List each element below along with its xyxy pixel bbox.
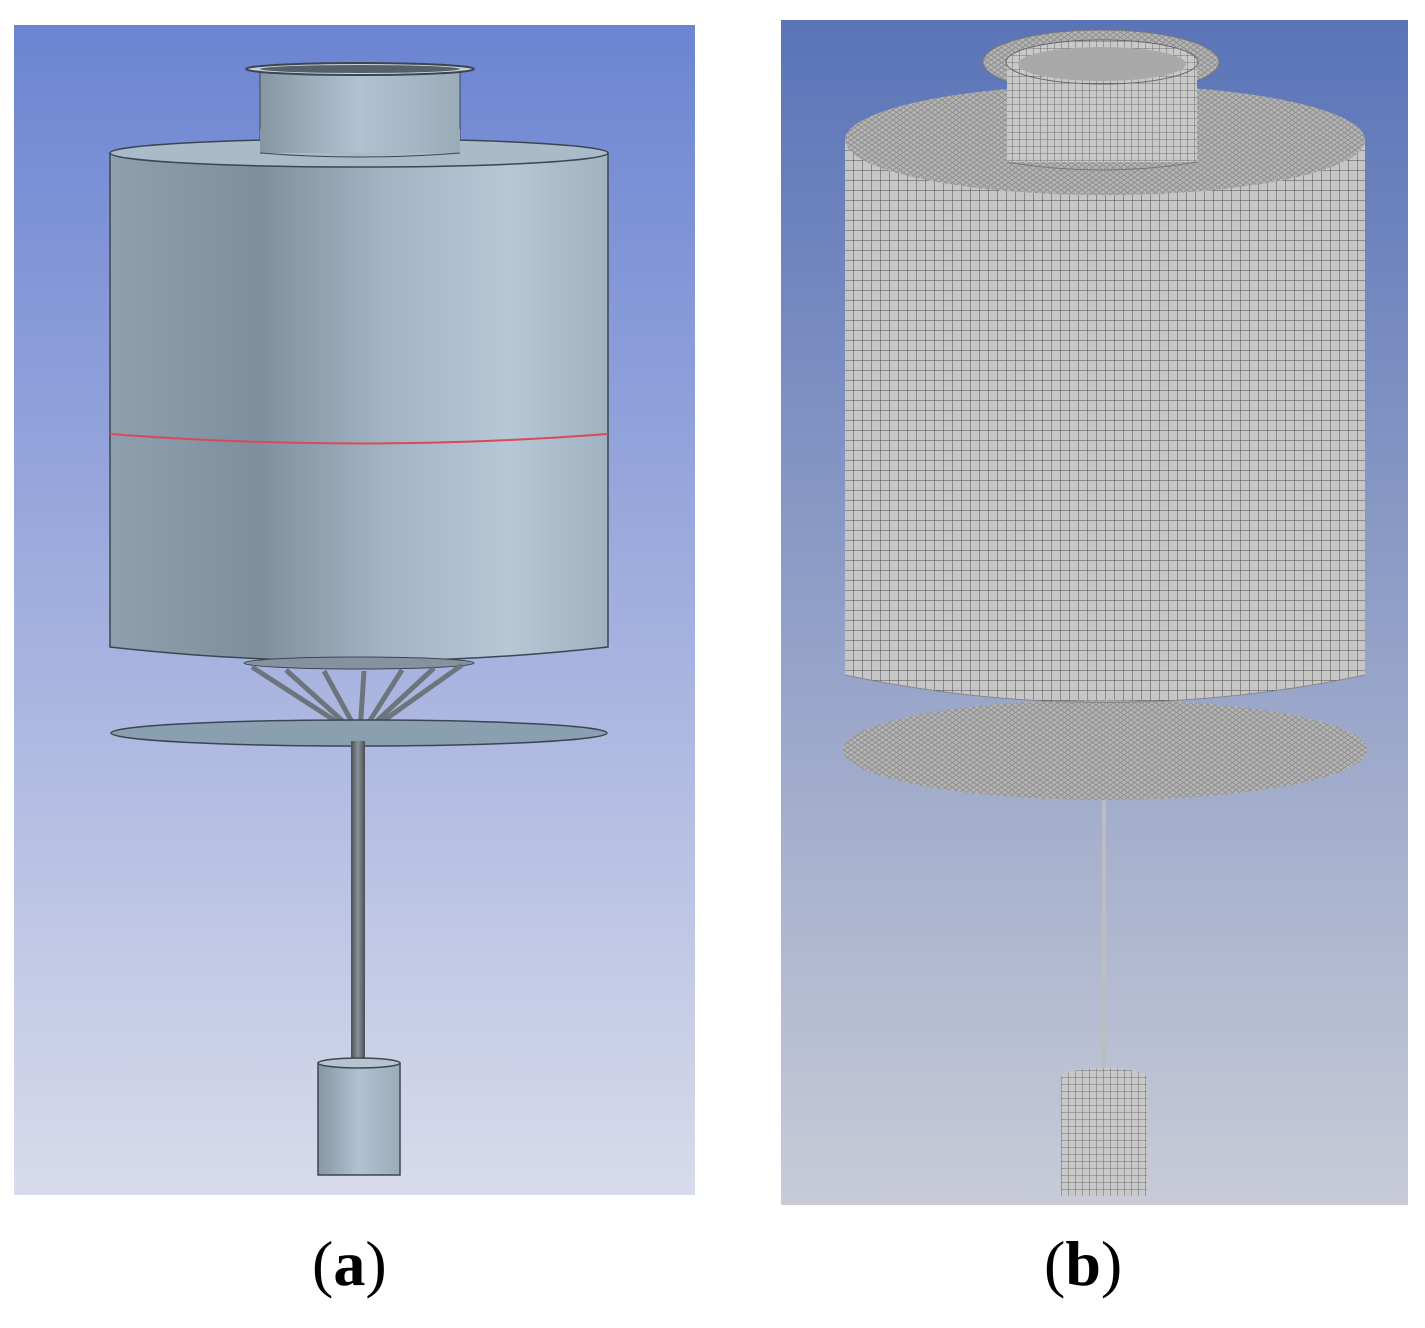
mesh-model-view	[781, 20, 1408, 1205]
panel-b-caption: (b)	[1044, 1228, 1123, 1299]
weight-cylinder	[317, 1057, 401, 1176]
main-cylinder	[109, 129, 609, 662]
main-cylinder-mesh	[845, 39, 1365, 703]
geometry-model-view	[14, 25, 695, 1195]
split-line	[109, 433, 609, 445]
hanging-rod	[351, 741, 365, 1063]
hanging-rod-mesh	[1102, 800, 1106, 1075]
weight-cylinder-mesh	[1061, 1068, 1147, 1196]
bottom-disc-mesh	[843, 700, 1367, 800]
panel-a-caption: (a)	[312, 1228, 387, 1299]
